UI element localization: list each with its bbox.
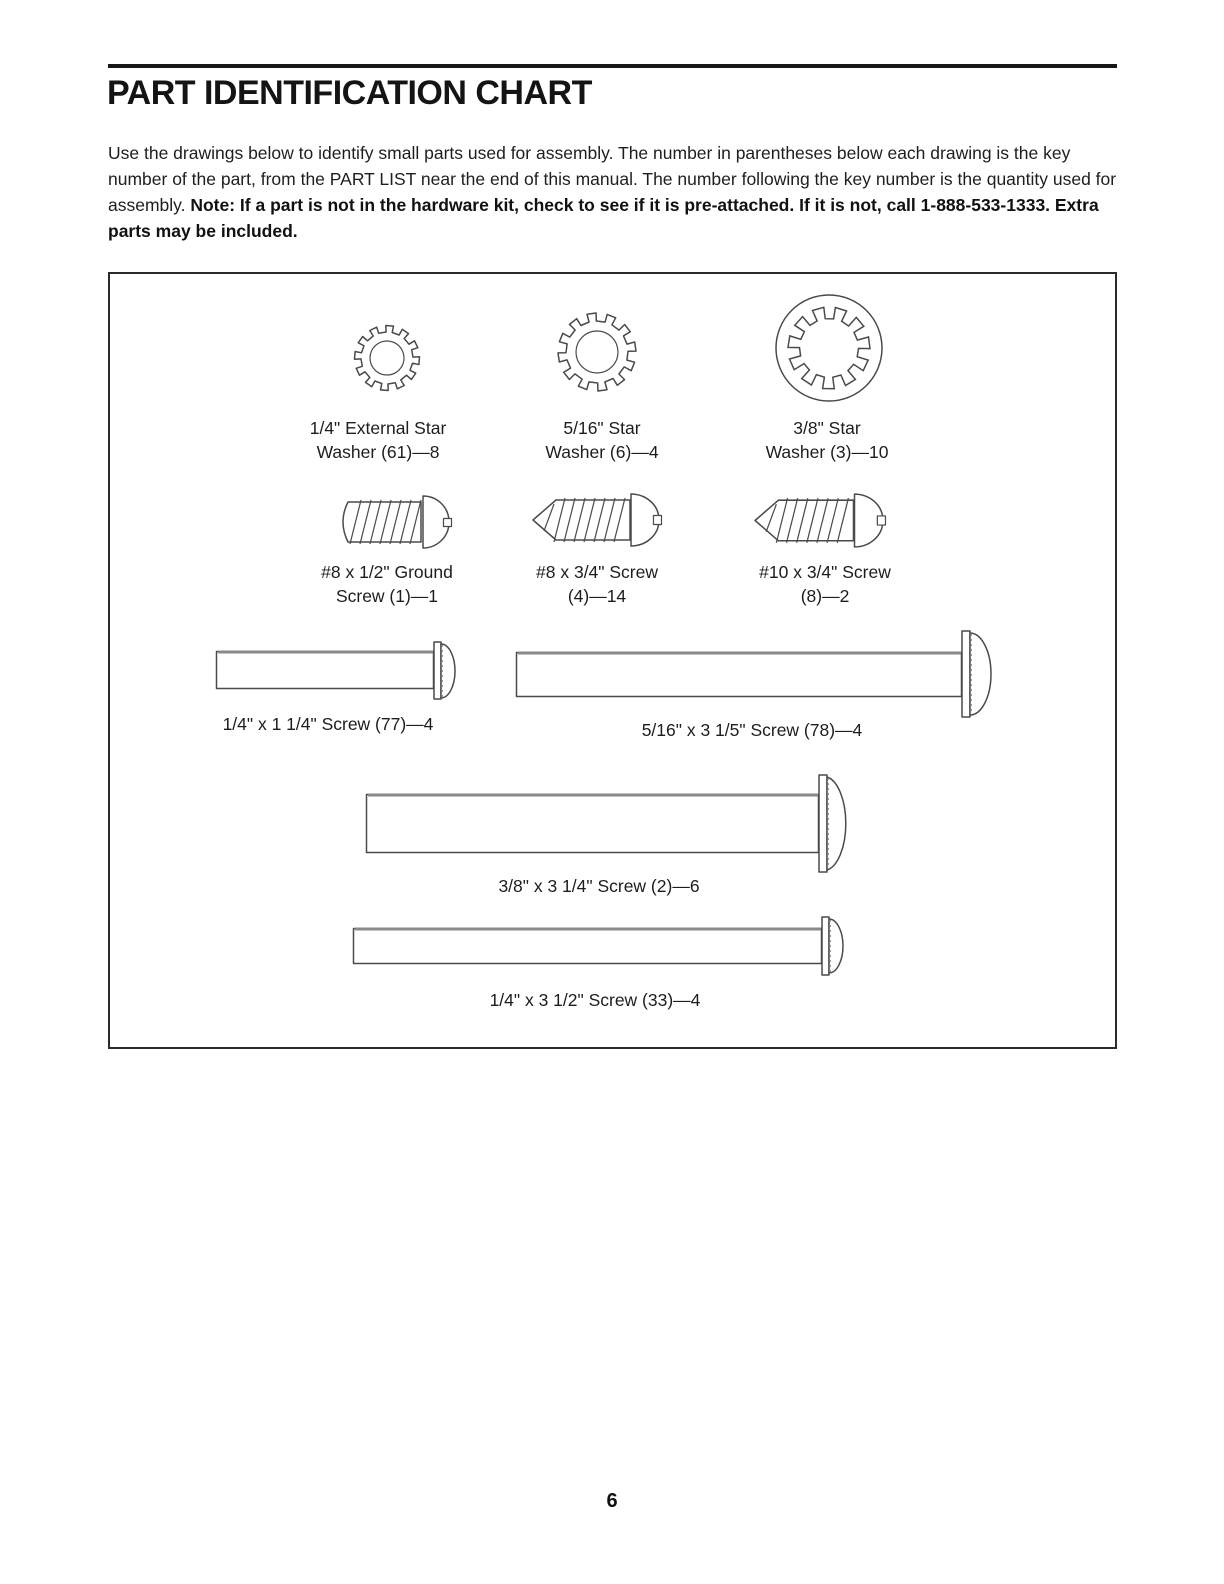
screw-label: #8 x 1/2" Ground Screw (1)—1 [277, 560, 497, 608]
page-number: 6 [606, 1490, 618, 1512]
title-rule [108, 64, 1117, 68]
part-label-line: 3/8" Star [793, 418, 861, 438]
bolt-77-drawing [215, 641, 456, 700]
part-label-line: Screw (1)—1 [335, 586, 439, 606]
part-label-line: #10 x 3/4" Screw [759, 562, 891, 582]
intro-note: Note: If a part is not in the hardware k… [108, 195, 1099, 241]
intro-text: Use the drawings below to identify small… [108, 143, 1117, 215]
bolt-label: 1/4" x 3 1/2" Screw (33)—4 [489, 990, 701, 1010]
part-label-line: (8)—2 [800, 586, 850, 606]
bolt-label: 3/8" x 3 1/4" Screw (2)—6 [498, 876, 700, 896]
parts-box: 1/4" External Star Washer (61)—8 5/16" S… [108, 272, 1117, 1049]
screw-label: #10 x 3/4" Screw (8)—2 [715, 560, 935, 608]
ground-screw-drawing [342, 495, 453, 549]
screw-10x34-drawing [754, 493, 887, 548]
internal-star-washer-drawing [775, 294, 883, 402]
bolt-label: 1/4" x 1 1/4" Screw (77)—4 [222, 714, 434, 734]
washer-label: 5/16" Star Washer (6)—4 [492, 416, 712, 464]
bolt-33-drawing [352, 916, 844, 976]
part-label-line: Washer (6)—4 [545, 442, 659, 462]
part-label-line: 1/4" External Star [309, 418, 447, 438]
external-star-washer-small-drawing [353, 324, 421, 392]
bolt-2-drawing [365, 774, 847, 873]
part-label-line: #8 x 3/4" Screw [536, 562, 658, 582]
part-label-line: #8 x 1/2" Ground [321, 562, 453, 582]
washer-label: 1/4" External Star Washer (61)—8 [268, 416, 488, 464]
intro-paragraph: Use the drawings below to identify small… [108, 140, 1120, 244]
part-label-line: (4)—14 [567, 586, 627, 606]
bolt-78-drawing [515, 630, 992, 718]
part-label-line: Washer (61)—8 [316, 442, 440, 462]
part-label-line: Washer (3)—10 [765, 442, 889, 462]
screw-8x34-drawing [532, 493, 663, 547]
part-label-line: 5/16" Star [563, 418, 641, 438]
washer-label: 3/8" Star Washer (3)—10 [717, 416, 937, 464]
page-title: PART IDENTIFICATION CHART [107, 74, 592, 112]
bolt-label: 5/16" x 3 1/5" Screw (78)—4 [641, 720, 863, 740]
screw-label: #8 x 3/4" Screw (4)—14 [487, 560, 707, 608]
external-star-washer-medium-drawing [557, 312, 637, 392]
